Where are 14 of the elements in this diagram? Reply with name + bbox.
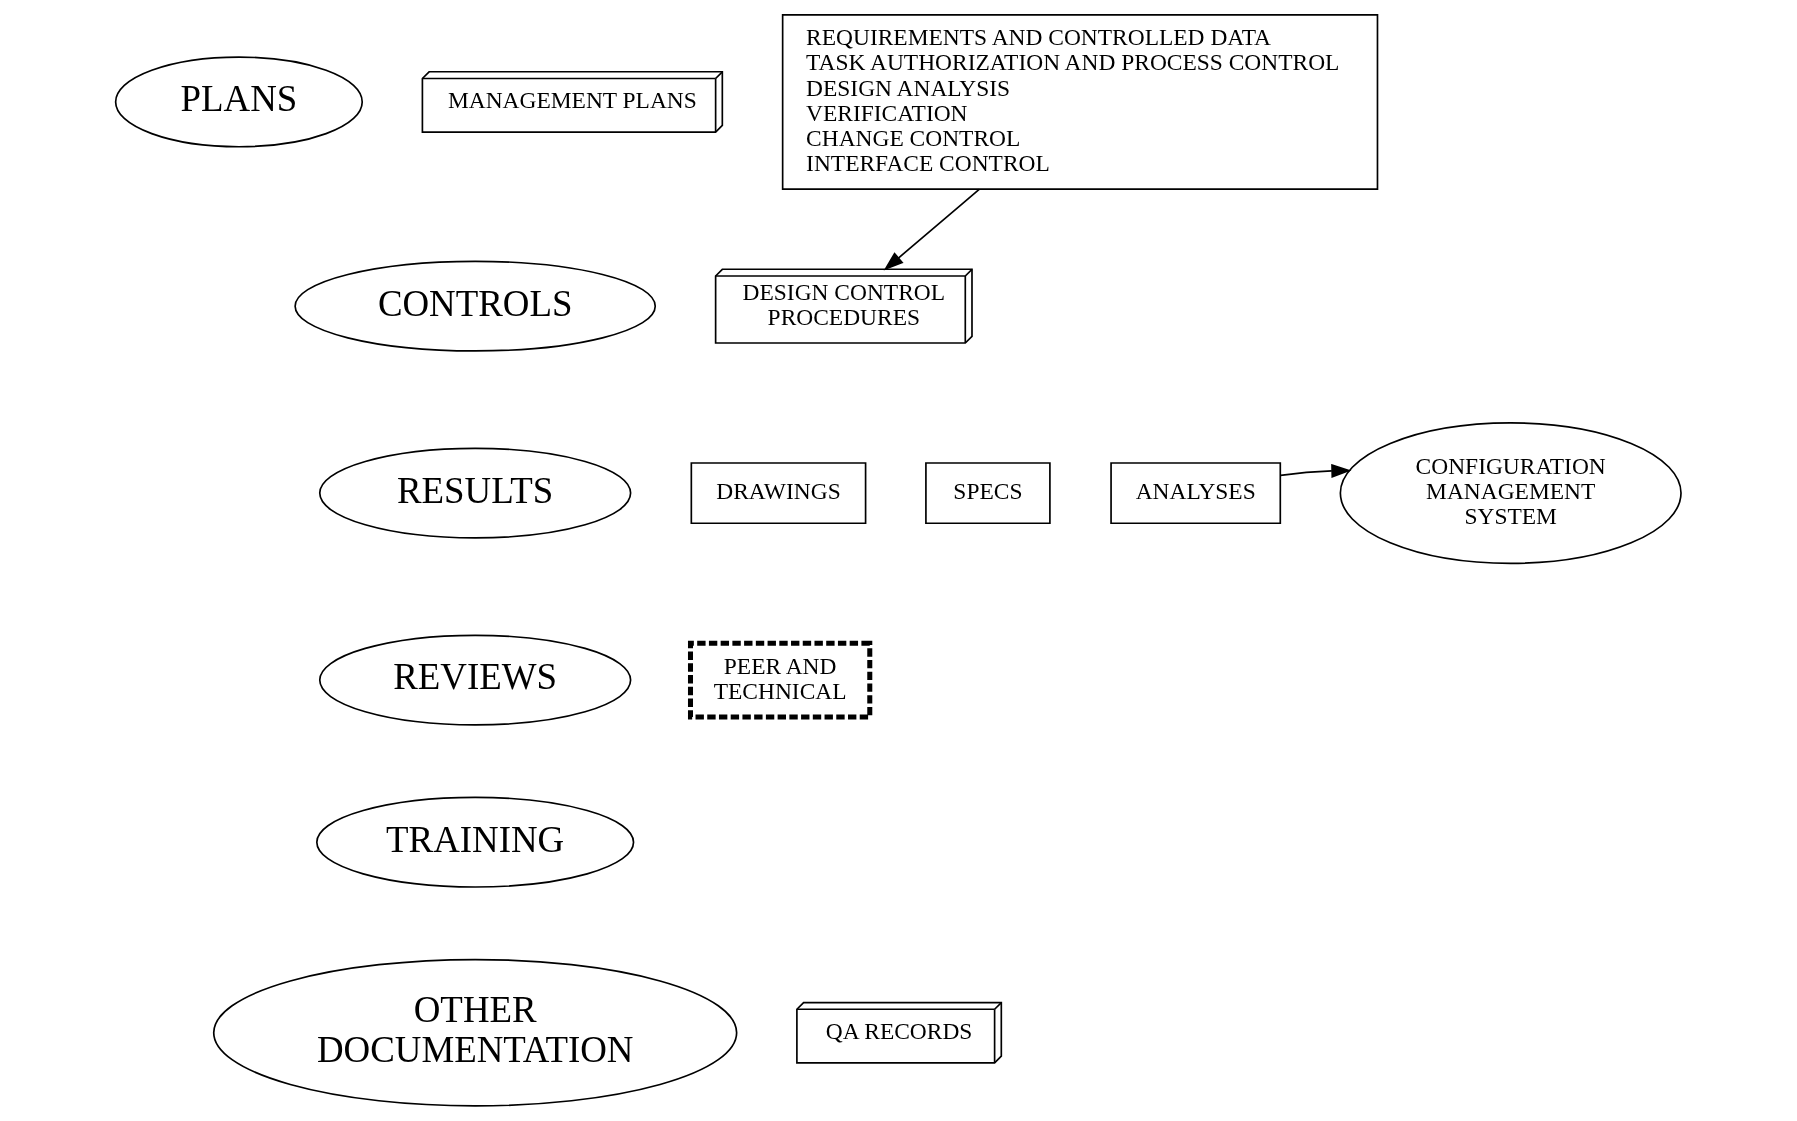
- node-ellipse: REVIEWS: [318, 634, 632, 726]
- node-ellipse: CONTROLS: [294, 260, 657, 352]
- arrow: [883, 188, 980, 271]
- arrow: [1279, 463, 1352, 478]
- node-ellipse: RESULTS: [318, 447, 632, 539]
- node-box: REQUIREMENTS AND CONTROLLED DATA TASK AUTHORIZATION AND PROCESS CONTROL DESIGN ANALYSIS VERIFICATION CHANGE CONTROL INTERFACE CONTROL: [781, 13, 1379, 190]
- node-ellipse: CONFIGURATION MANAGEMENT SYSTEM: [1339, 422, 1682, 565]
- node-box: ANALYSES: [1110, 462, 1282, 525]
- node-box: DRAWINGS: [690, 462, 867, 525]
- node-ellipse: TRAINING: [316, 796, 635, 888]
- node-box: PEER AND TECHNICAL: [687, 640, 873, 720]
- node-ellipse: OTHER DOCUMENTATION: [212, 958, 738, 1107]
- node-ellipse: PLANS: [114, 56, 364, 148]
- node-box: SPECS: [925, 462, 1051, 525]
